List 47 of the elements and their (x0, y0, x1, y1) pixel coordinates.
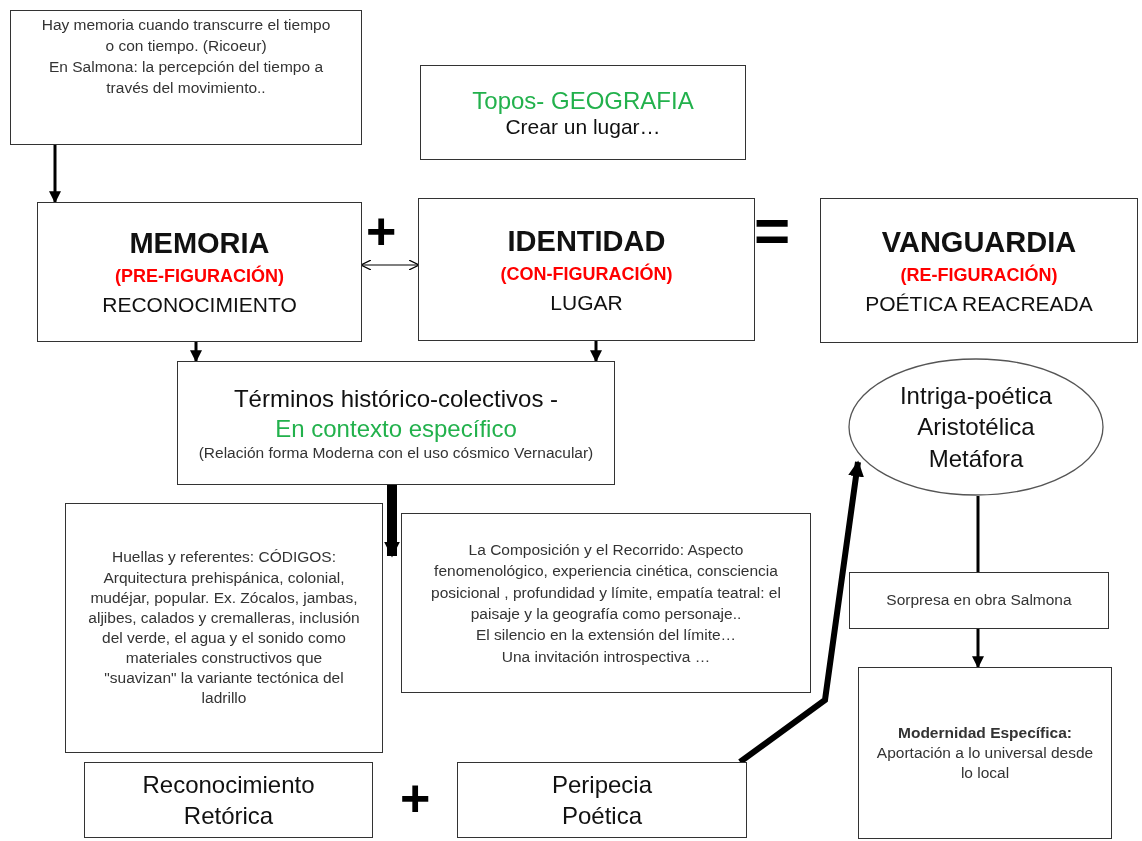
subtitle-text: Crear un lugar… (505, 114, 661, 139)
body-text: La Composición y el Recorrido: Aspecto fenomenológico, experiencia cinética, consciencia posicional , profundidad y límite, empatía teatral: el paisaje y la geografía como personaje.. (430, 539, 782, 624)
ellipse-node (848, 358, 1104, 496)
caption-text: POÉTICA REACREADA (865, 291, 1093, 316)
heading-text: MEMORIA (129, 227, 270, 260)
operator-symbol: + (366, 205, 397, 257)
note-text: En Salmona: la percepción del tiempo a través del movimiento.. (48, 56, 324, 98)
body-text: Reconocimiento Retórica (141, 769, 316, 831)
text-box (418, 198, 755, 341)
text-box (37, 202, 362, 342)
subtitle-text: (CON-FIGURACIÓN) (500, 263, 673, 285)
text-box (84, 762, 373, 838)
body-text: Huellas y referentes: CÓDIGOS: Arquitectura prehispánica, colonial, mudéjar, popular. Ex. Zócalos, jambas, aljibes, calados y cremalleras, inclusión del verde, el agua y el sonido como materiales constructivos que "suavizan" la variante tectónica del ladrillo (88, 547, 360, 709)
text-box (457, 762, 747, 838)
heading-text: IDENTIDAD (507, 224, 666, 258)
operator-symbol: = (754, 200, 791, 262)
body-text: El silencio en la extensión del límite… (475, 625, 737, 646)
note-text: Hay memoria cuando transcurre el tiempo o con tiempo. (Ricoeur) (40, 15, 332, 56)
subtitle-text: (RE-FIGURACIÓN) (900, 264, 1058, 286)
operator-symbol: + (400, 772, 431, 824)
ellipse-text: Intriga-poética Aristotélica Metáfora (898, 381, 1054, 474)
text-box (401, 513, 811, 693)
arrow (190, 342, 202, 363)
text-box (65, 503, 383, 753)
body-text: Una invitación introspectiva … (501, 646, 711, 667)
note-text: (Relación forma Moderna con el uso cósmico Vernacular) (198, 442, 594, 463)
arrow (590, 341, 602, 363)
caption-text: LUGAR (550, 290, 623, 315)
text-box (420, 65, 746, 160)
subtitle-text: (PRE-FIGURACIÓN) (115, 266, 284, 287)
heading-text: Topos- GEOGRAFIA (472, 86, 694, 115)
arrow (972, 629, 984, 669)
subtitle-text: En contexto específico (275, 414, 517, 443)
arrow (384, 485, 400, 558)
heading-text: Términos histórico-colectivos - (233, 384, 559, 415)
text-box (820, 198, 1138, 343)
text-box (177, 361, 615, 485)
heading-text: VANGUARDIA (881, 225, 1077, 259)
arrow (49, 145, 61, 204)
text-box (849, 572, 1109, 629)
body-text: Sorpresa en obra Salmona (886, 590, 1072, 611)
text-box (858, 667, 1112, 839)
caption-text: RECONOCIMIENTO (102, 293, 297, 317)
body-text: Peripecia Poética (550, 769, 654, 831)
body-text: Modernidad Específica: Aportación a lo universal desde lo local (875, 722, 1095, 784)
arrow (360, 259, 420, 271)
text-box (10, 10, 362, 145)
